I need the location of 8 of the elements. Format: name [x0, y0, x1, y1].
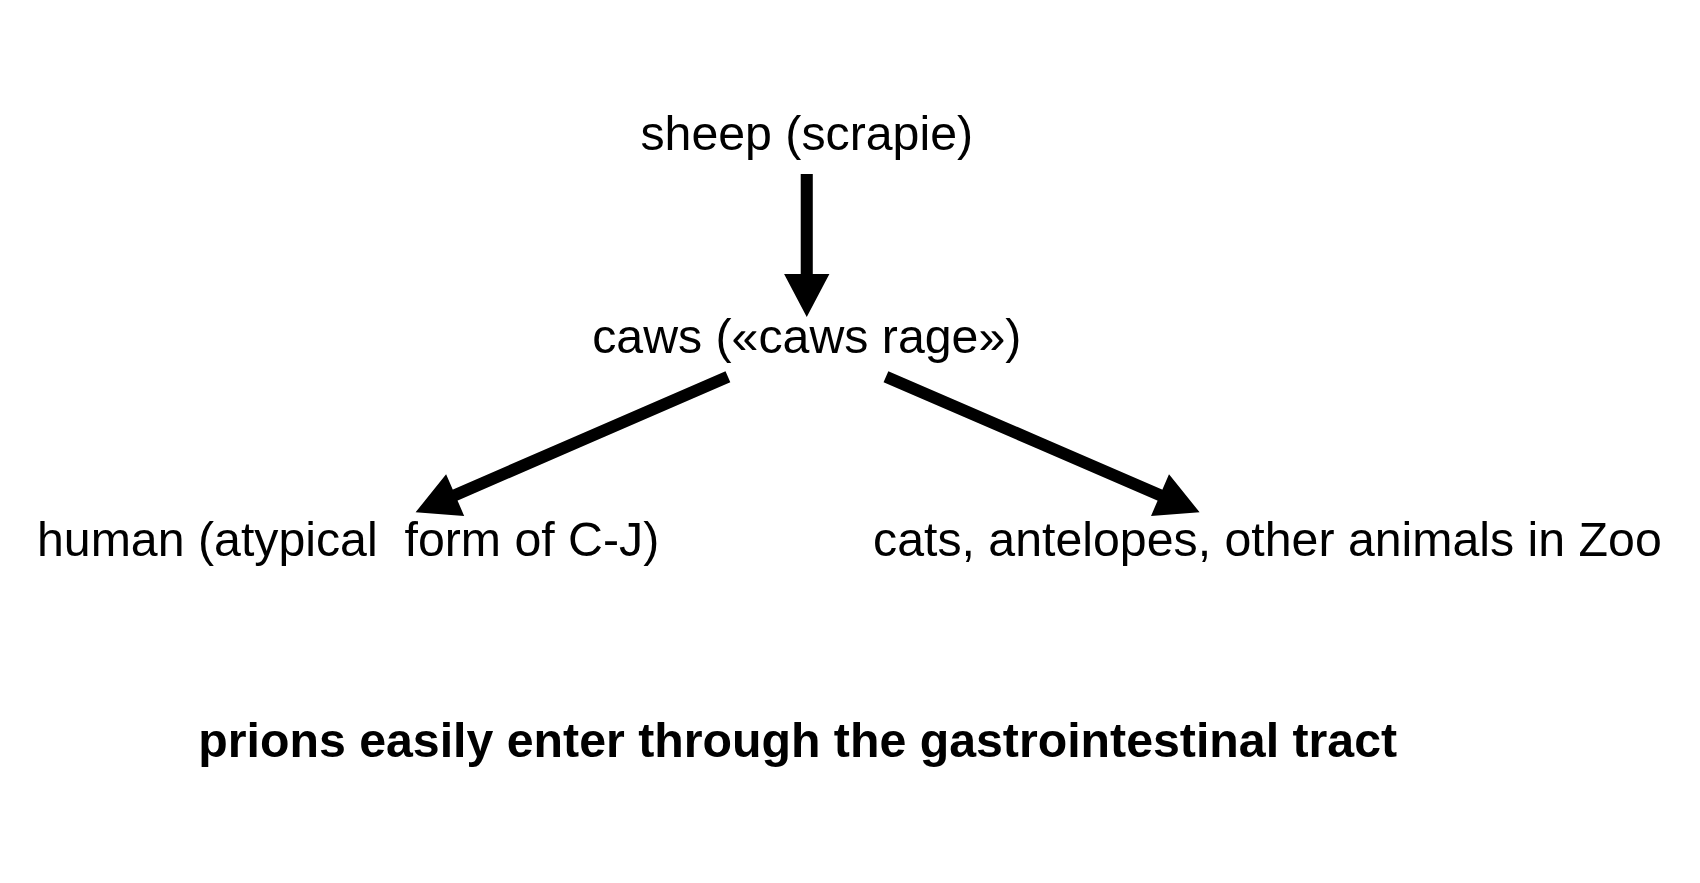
label: prions easily enter through the gastrointestinal tract — [198, 712, 1398, 767]
node-text: human (atypical form of C-J) — [36, 511, 660, 566]
arrow — [784, 173, 830, 317]
node-text: cats, antelopes, other animals in Zoo — [873, 511, 1662, 566]
node-text: caws («caws rage») — [592, 308, 1022, 363]
arrow — [883, 370, 1200, 516]
arrow — [415, 370, 731, 516]
node-text: sheep (scrapie) — [640, 105, 974, 160]
